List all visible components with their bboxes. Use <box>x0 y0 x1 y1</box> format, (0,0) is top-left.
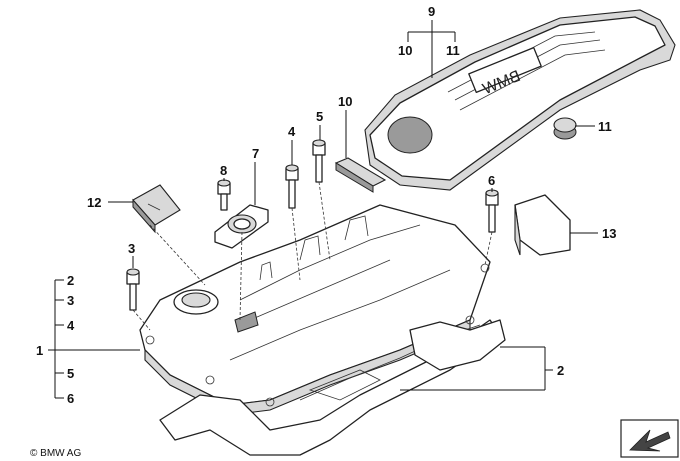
flange-part[interactable] <box>214 204 269 249</box>
callout-2-right: 2 <box>557 363 564 378</box>
callout-5: 5 <box>316 109 323 124</box>
seal-strip-part[interactable] <box>334 157 387 193</box>
cap-part[interactable] <box>132 184 181 234</box>
callout-5-list: 5 <box>67 366 74 381</box>
bolt-part-5[interactable] <box>312 139 326 183</box>
callout-1: 1 <box>36 343 43 358</box>
copyright-text: © BMW AG <box>30 448 81 459</box>
callout-7: 7 <box>252 146 259 161</box>
callout-12: 12 <box>87 195 101 210</box>
callout-11-top: 11 <box>446 43 460 58</box>
grommet-part[interactable] <box>553 117 577 140</box>
callout-8: 8 <box>220 163 227 178</box>
callout-3: 3 <box>128 241 135 256</box>
gasket-part[interactable] <box>159 319 506 456</box>
bolt-part-4[interactable] <box>285 164 299 209</box>
bolt-part-3[interactable] <box>126 268 140 311</box>
cylinder-head-cover-part[interactable] <box>139 204 491 416</box>
callout-4-list: 4 <box>67 318 75 333</box>
callout-9-top: 9 <box>428 4 435 19</box>
callout-3-list: 3 <box>67 293 74 308</box>
leader-lines <box>48 20 598 399</box>
callout-6-list: 6 <box>67 391 74 406</box>
bolt-part-8[interactable] <box>217 179 231 211</box>
bolt-part-6[interactable] <box>485 189 499 233</box>
engine-cover-part[interactable]: BMW <box>364 9 676 191</box>
diagonal-arrow-icon[interactable] <box>620 419 679 458</box>
callout-11: 11 <box>598 119 612 134</box>
callout-10: 10 <box>338 94 352 109</box>
oil-filler-opening <box>387 116 433 154</box>
bracket-part[interactable] <box>514 194 571 256</box>
callout-10-top: 10 <box>398 43 412 58</box>
callout-13: 13 <box>602 226 616 241</box>
callout-2-list: 2 <box>67 273 74 288</box>
callout-4: 4 <box>288 124 296 139</box>
callout-6: 6 <box>488 173 495 188</box>
